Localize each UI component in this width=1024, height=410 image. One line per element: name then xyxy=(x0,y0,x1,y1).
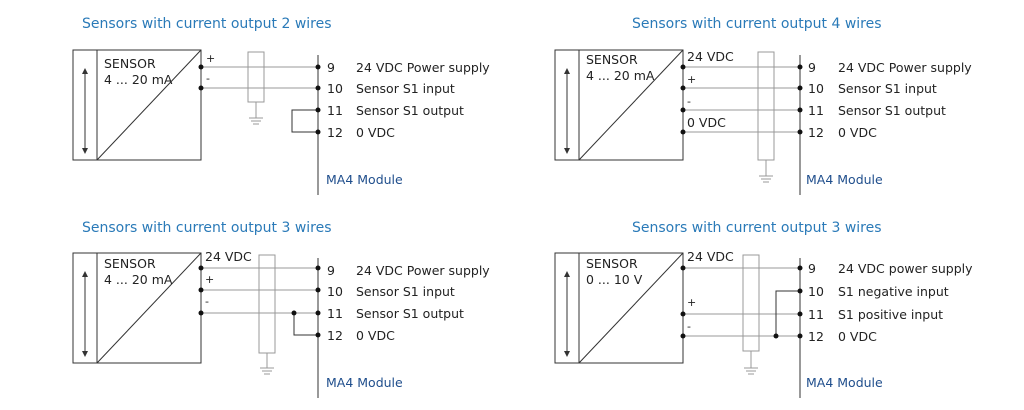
sensor-range: 4 ... 20 mA xyxy=(104,272,173,287)
module-label: MA4 Module xyxy=(326,172,403,187)
terminal-number: 12 xyxy=(808,329,824,344)
terminal-number: 11 xyxy=(808,103,824,118)
terminal-label: 0 VDC xyxy=(838,329,877,344)
wire-label-minus: - xyxy=(687,320,691,333)
wire-label-minus: - xyxy=(205,295,209,308)
wire-label-plus: + xyxy=(206,52,215,65)
terminal-number: 12 xyxy=(327,328,343,343)
wire-label-plus: + xyxy=(205,273,214,286)
sensor-name: SENSOR xyxy=(104,256,156,271)
terminal-number: 9 xyxy=(808,261,816,276)
wire-label-plus: + xyxy=(687,73,696,86)
diagram-title: Sensors with current output 4 wires xyxy=(632,16,882,32)
cable-shield xyxy=(757,51,775,183)
sensor-range: 4 ... 20 mA xyxy=(104,72,173,87)
terminal-label: 24 VDC Power supply xyxy=(838,60,972,75)
sensor-box xyxy=(554,49,684,161)
sensor-box xyxy=(72,49,202,161)
terminal-label: Sensor S1 output xyxy=(356,103,464,118)
terminal-number: 9 xyxy=(808,60,816,75)
cable-shield xyxy=(247,51,265,125)
terminal-number: 11 xyxy=(808,307,824,322)
terminal-label: S1 negative input xyxy=(838,284,949,299)
diagram-3-wires-current: Sensors with current output 3 wires SENS… xyxy=(72,220,490,398)
terminal-number: 10 xyxy=(327,284,343,299)
sensor-range: 0 ... 10 V xyxy=(586,272,643,287)
cable-shield xyxy=(742,254,760,375)
diagram-title: Sensors with current output 3 wires xyxy=(82,220,332,236)
wire-label-minus: - xyxy=(206,72,210,85)
wire-label-supply: 24 VDC xyxy=(687,49,734,64)
terminal-label: 0 VDC xyxy=(838,125,877,140)
module-label: MA4 Module xyxy=(806,375,883,390)
terminal-number: 10 xyxy=(808,284,824,299)
cable-shield xyxy=(258,254,276,375)
terminal-label: S1 positive input xyxy=(838,307,943,322)
diagram-2-wires: Sensors with current output 2 wires SENS… xyxy=(72,16,490,195)
sensor-box xyxy=(554,252,684,364)
terminal-label: 24 VDC Power supply xyxy=(356,263,490,278)
diagram-4-wires: Sensors with current output 4 wires SENS… xyxy=(554,16,972,195)
terminal-label: 0 VDC xyxy=(356,328,395,343)
sensor-name: SENSOR xyxy=(104,56,156,71)
terminal-number: 10 xyxy=(808,81,824,96)
wire-label-minus: - xyxy=(687,95,691,108)
terminal-label: 24 VDC Power supply xyxy=(356,60,490,75)
terminal-label: Sensor S1 input xyxy=(356,284,455,299)
terminal-number: 10 xyxy=(327,81,343,96)
terminal-number: 12 xyxy=(327,125,343,140)
wire-label-plus: + xyxy=(687,296,696,309)
module-label: MA4 Module xyxy=(806,172,883,187)
sensor-name: SENSOR xyxy=(586,256,638,271)
module-label: MA4 Module xyxy=(326,375,403,390)
terminal-label: Sensor S1 output xyxy=(838,103,946,118)
wire-label-supply: 24 VDC xyxy=(687,249,734,264)
terminal-number: 11 xyxy=(327,103,343,118)
terminal-label: 0 VDC xyxy=(356,125,395,140)
terminal-label: Sensor S1 input xyxy=(838,81,937,96)
diagram-title: Sensors with current output 2 wires xyxy=(82,16,332,32)
sensor-box xyxy=(72,252,202,364)
diagram-title: Sensors with current output 3 wires xyxy=(632,220,882,236)
terminal-label: Sensor S1 input xyxy=(356,81,455,96)
terminal-number: 9 xyxy=(327,60,335,75)
terminal-number: 11 xyxy=(327,306,343,321)
terminal-number: 9 xyxy=(327,263,335,278)
terminal-number: 12 xyxy=(808,125,824,140)
terminal-label: Sensor S1 output xyxy=(356,306,464,321)
diagram-3-wires-voltage: Sensors with current output 3 wires SENS… xyxy=(554,220,973,398)
wire-label-zero: 0 VDC xyxy=(687,115,726,130)
sensor-range: 4 ... 20 mA xyxy=(586,68,655,83)
wire-label-supply: 24 VDC xyxy=(205,249,252,264)
sensor-name: SENSOR xyxy=(586,52,638,67)
terminal-label: 24 VDC power supply xyxy=(838,261,973,276)
